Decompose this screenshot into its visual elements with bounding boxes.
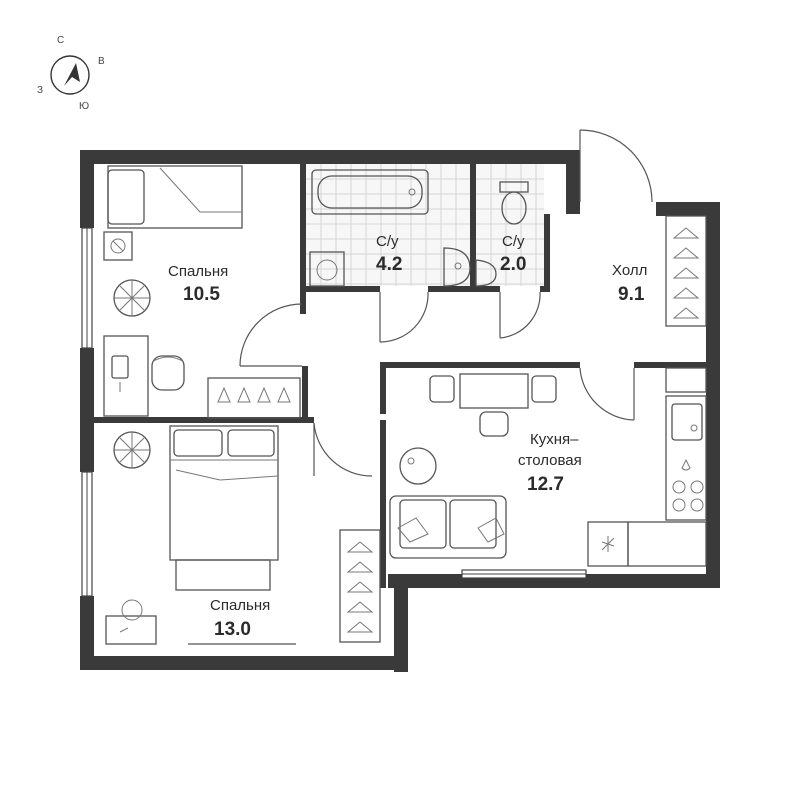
compass-east: В: [98, 56, 105, 67]
bathroom-tiles: [306, 164, 470, 286]
toilet-tiles: [476, 164, 544, 286]
stove-icon: [672, 480, 704, 512]
bedroom-bottom-area: 13.0: [214, 619, 251, 640]
hanger-icon: [237, 386, 251, 403]
sofa-icon: [389, 495, 507, 559]
hanger-icon: [672, 287, 700, 299]
hanger-icon: [346, 581, 374, 593]
exterior-walls: [80, 150, 720, 672]
dining-table-icon: [429, 373, 557, 437]
plant-icon: [113, 279, 151, 317]
bathroom-area: 4.2: [376, 254, 402, 275]
toilet-area: 2.0: [500, 254, 526, 275]
bed-icon: [169, 425, 279, 591]
compass-south: Ю: [79, 101, 89, 112]
hanger-icon: [346, 621, 374, 633]
doors: [239, 129, 653, 477]
compass-arrow-icon: [64, 63, 80, 86]
plant-icon: [113, 431, 151, 469]
desk-icon: [103, 335, 149, 417]
sink-icon: [475, 259, 497, 287]
compass-north: С: [57, 35, 64, 46]
wardrobe-bottom: [339, 529, 381, 643]
hanger-icon: [217, 386, 231, 403]
toilet-icon: [499, 181, 529, 225]
bedroom-top-area: 10.5: [183, 284, 220, 305]
kitchen-area: 12.7: [527, 474, 564, 495]
hanger-icon: [346, 561, 374, 573]
hanger-icon: [672, 307, 700, 319]
compass: С В Ю З: [37, 35, 105, 112]
sink-icon: [671, 403, 703, 441]
hanger-icon: [672, 247, 700, 259]
hall-name: Холл: [612, 262, 647, 279]
bed-icon: [107, 165, 243, 229]
hanger-icon: [346, 601, 374, 613]
hanger-icon: [277, 386, 291, 403]
sink-icon: [443, 247, 471, 287]
hanger-icon: [346, 541, 374, 553]
wardrobe-top: [207, 377, 301, 419]
bedroom-top-name: Спальня: [168, 263, 228, 280]
hall-area: 9.1: [618, 284, 645, 305]
bathroom-name: С/у: [376, 233, 399, 250]
kitchen-counter: [587, 395, 707, 567]
bedroom-bottom-name: Спальня: [210, 597, 270, 614]
nightstand-icon: [105, 599, 157, 645]
window-left-bottom: [81, 471, 93, 597]
interior-walls: [94, 164, 706, 588]
lamp-icon: [399, 447, 437, 485]
hanger-icon: [257, 386, 271, 403]
hanger-icon: [672, 267, 700, 279]
hall-cabinet: [665, 367, 707, 393]
hanger-icon: [672, 227, 700, 239]
hall-wardrobe: [665, 215, 707, 327]
washing-machine-icon: [309, 251, 345, 287]
chair-icon: [151, 355, 185, 391]
compass-west: З: [37, 85, 43, 96]
kitchen-name-1: Кухня–: [530, 431, 579, 448]
toilet-name: С/у: [502, 233, 525, 250]
kitchen-name-2: столовая: [518, 452, 582, 469]
window-left-top: [81, 227, 93, 349]
nightstand-icon: [103, 231, 133, 261]
bathtub-icon: [311, 169, 429, 215]
window-kitchen: [461, 569, 587, 579]
